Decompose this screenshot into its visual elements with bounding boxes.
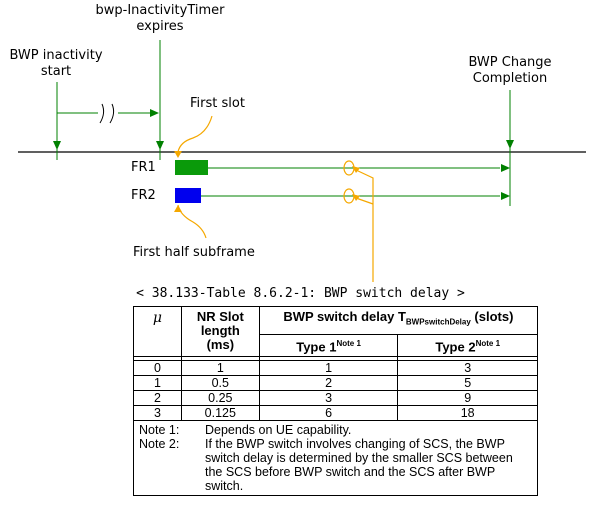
label-timer-expires: bwp-InactivityTimer expires (68, 3, 252, 35)
header-delay-suffix: (slots) (470, 309, 514, 324)
table-row: 2 0.25 3 9 (133, 390, 538, 406)
cell-slot: 0.5 (180, 375, 260, 391)
table-callout (355, 169, 374, 282)
first-half-subframe-callout-head (174, 205, 182, 212)
header-type1-note: Note 1 (336, 338, 361, 348)
header-type2-note: Note 1 (475, 338, 501, 348)
first-half-subframe-callout (177, 204, 207, 239)
header-slot-length-line3: (ms) (206, 337, 235, 352)
cell-slot: 0.125 (180, 405, 260, 421)
label-bwp-change-completion: BWP Change Completion (448, 55, 572, 87)
timer-expires-arrow-head (156, 141, 164, 150)
bwp-timing-diagram (18, 40, 586, 282)
table-notes: Note 1: Depends on UE capability. Note 2… (133, 420, 538, 496)
cell-type2: 3 (397, 360, 538, 376)
header-delay: BWP switch delay TBWPswitchDelay (slots) (258, 306, 539, 335)
table-row: 3 0.125 6 18 (133, 405, 538, 421)
bwp-switch-delay-table-wrap: μ NR Slot length (ms) BWP switch delay T… (133, 306, 539, 496)
note-1-key: Note 1: (139, 423, 180, 437)
fr2-bar (175, 188, 201, 203)
label-first-half-subframe: First half subframe (133, 245, 255, 260)
cell-type1: 6 (258, 405, 399, 421)
first-slot-callout (177, 115, 213, 153)
note-2-key: Note 2: (139, 437, 180, 451)
note-1: Note 1: Depends on UE capability. (139, 423, 532, 437)
cell-type1: 3 (258, 390, 399, 406)
fr1-arrow-head (501, 164, 510, 172)
cell-slot: 0.25 (180, 390, 260, 406)
table-notes-row: Note 1: Depends on UE capability. Note 2… (133, 420, 538, 496)
inactivity-span-arrow-head (150, 109, 159, 117)
header-type1-label: Type 1 (296, 339, 337, 355)
header-type2-label: Type 2 (435, 339, 476, 355)
cell-type2: 5 (397, 375, 538, 391)
cell-type1: 1 (258, 360, 399, 376)
completion-arrow-head (506, 140, 514, 149)
label-bwp-inactivity-start-line2: start (40, 64, 72, 79)
table-row: 1 0.5 2 5 (133, 375, 538, 391)
cell-mu: 2 (133, 390, 182, 406)
note-2-text: If the BWP switch involves changing of S… (205, 437, 513, 493)
label-first-slot: First slot (190, 96, 245, 111)
header-slot-length: NR Slot length (ms) (180, 306, 260, 357)
label-bwp-change-completion-line1: BWP Change (468, 55, 552, 70)
cell-slot: 1 (180, 360, 260, 376)
header-type2: Type 2Note 1 (397, 334, 538, 357)
fr2-arrow-head (501, 192, 510, 200)
cell-mu: 3 (133, 405, 182, 421)
header-type1: Type 1Note 1 (258, 334, 399, 357)
table-header-row-1: μ NR Slot length (ms) BWP switch delay T… (133, 306, 539, 357)
table-caption: < 38.133-Table 8.6.2-1: BWP switch delay… (136, 286, 465, 301)
header-delay-sub: BWPswitchDelay (405, 317, 471, 327)
label-timer-expires-line2: expires (136, 19, 184, 34)
label-bwp-inactivity-start: BWP inactivity start (0, 48, 112, 80)
first-slot-callout-head (174, 151, 182, 158)
cell-mu: 0 (133, 360, 182, 376)
label-fr1: FR1 (131, 160, 156, 175)
label-bwp-inactivity-start-line1: BWP inactivity (9, 48, 103, 63)
header-slot-length-line2: length (200, 323, 240, 338)
fr1-bar (175, 160, 208, 175)
table-callout-head-2 (352, 194, 360, 201)
break-symbol (99, 103, 115, 124)
header-mu: μ (133, 306, 182, 357)
table-spacer-row (133, 356, 538, 361)
header-slot-length-line1: NR Slot (196, 309, 244, 324)
label-timer-expires-line1: bwp-InactivityTimer (95, 3, 225, 18)
bwp-switch-delay-table: μ NR Slot length (ms) BWP switch delay T… (133, 306, 539, 496)
header-delay-prefix: BWP switch delay T (283, 309, 406, 324)
cell-type1: 2 (258, 375, 399, 391)
table-row: 0 1 1 3 (133, 360, 538, 376)
cell-type2: 18 (397, 405, 538, 421)
label-bwp-change-completion-line2: Completion (472, 71, 548, 86)
cell-type2: 9 (397, 390, 538, 406)
label-fr2: FR2 (131, 188, 156, 203)
note-2: Note 2: If the BWP switch involves chang… (139, 437, 532, 493)
note-1-text: Depends on UE capability. (205, 423, 352, 437)
cell-mu: 1 (133, 375, 182, 391)
table-callout-head-1 (352, 166, 360, 173)
start-arrow-head (53, 141, 61, 150)
